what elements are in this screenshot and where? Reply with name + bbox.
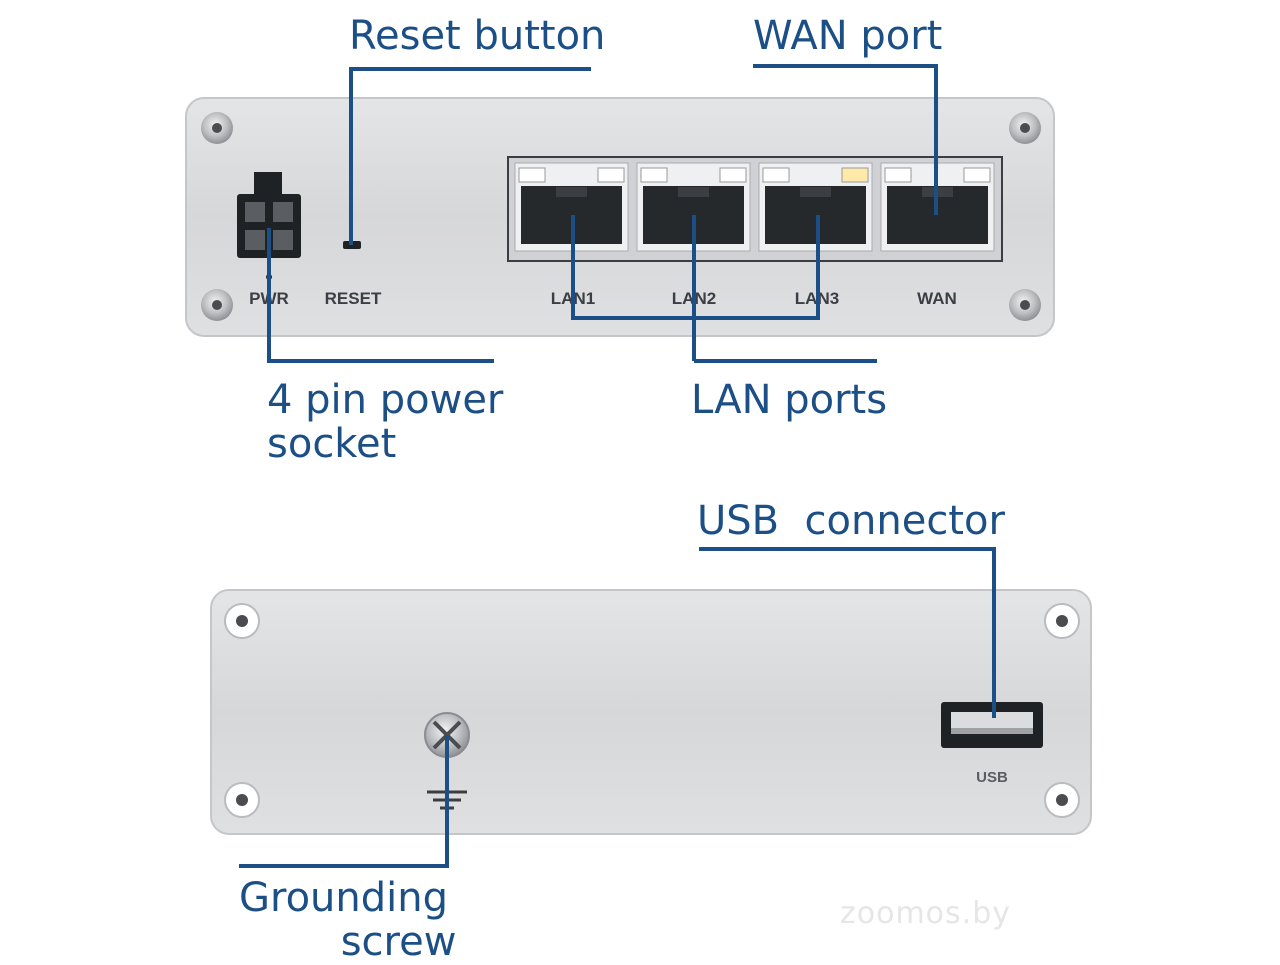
power-socket[interactable] (237, 172, 301, 280)
lan-ports-callout: LAN ports (691, 377, 888, 423)
power-leader-line (267, 228, 494, 363)
reset-label: RESET (325, 289, 382, 308)
back-screw-top-right (1044, 603, 1080, 639)
reset-button-callout: Reset button (349, 13, 606, 59)
front-screw-bottom-left (201, 289, 233, 321)
usb-connector-callout: USB connector (697, 498, 1005, 544)
reset-leader-line (349, 67, 591, 245)
grounding-screw-callout: Grounding screw (239, 875, 457, 965)
wan-leader-line (753, 64, 938, 215)
usb-leader-line (699, 547, 996, 718)
usb-label: USB (976, 769, 1008, 786)
lan3-port[interactable] (758, 162, 873, 252)
watermark: zoomos.by (840, 896, 1011, 931)
wan-label: WAN (917, 289, 957, 308)
wan-port-callout: WAN port (753, 13, 943, 59)
front-panel: PWR RESET LAN1 LAN2 LAN3 WAN (185, 97, 1055, 337)
grounding-leader-line (239, 735, 449, 868)
leader-lines (239, 64, 996, 868)
back-screw-bottom-right (1044, 782, 1080, 818)
front-screw-top-left (201, 112, 233, 144)
back-screw-top-left (224, 603, 260, 639)
front-screw-bottom-right (1009, 289, 1041, 321)
back-screw-bottom-left (224, 782, 260, 818)
back-panel: USB (210, 589, 1092, 835)
front-screw-top-right (1009, 112, 1041, 144)
power-socket-callout: 4 pin power socket (267, 377, 504, 467)
lan2-port[interactable] (636, 162, 751, 252)
usb-port[interactable] (941, 702, 1043, 748)
